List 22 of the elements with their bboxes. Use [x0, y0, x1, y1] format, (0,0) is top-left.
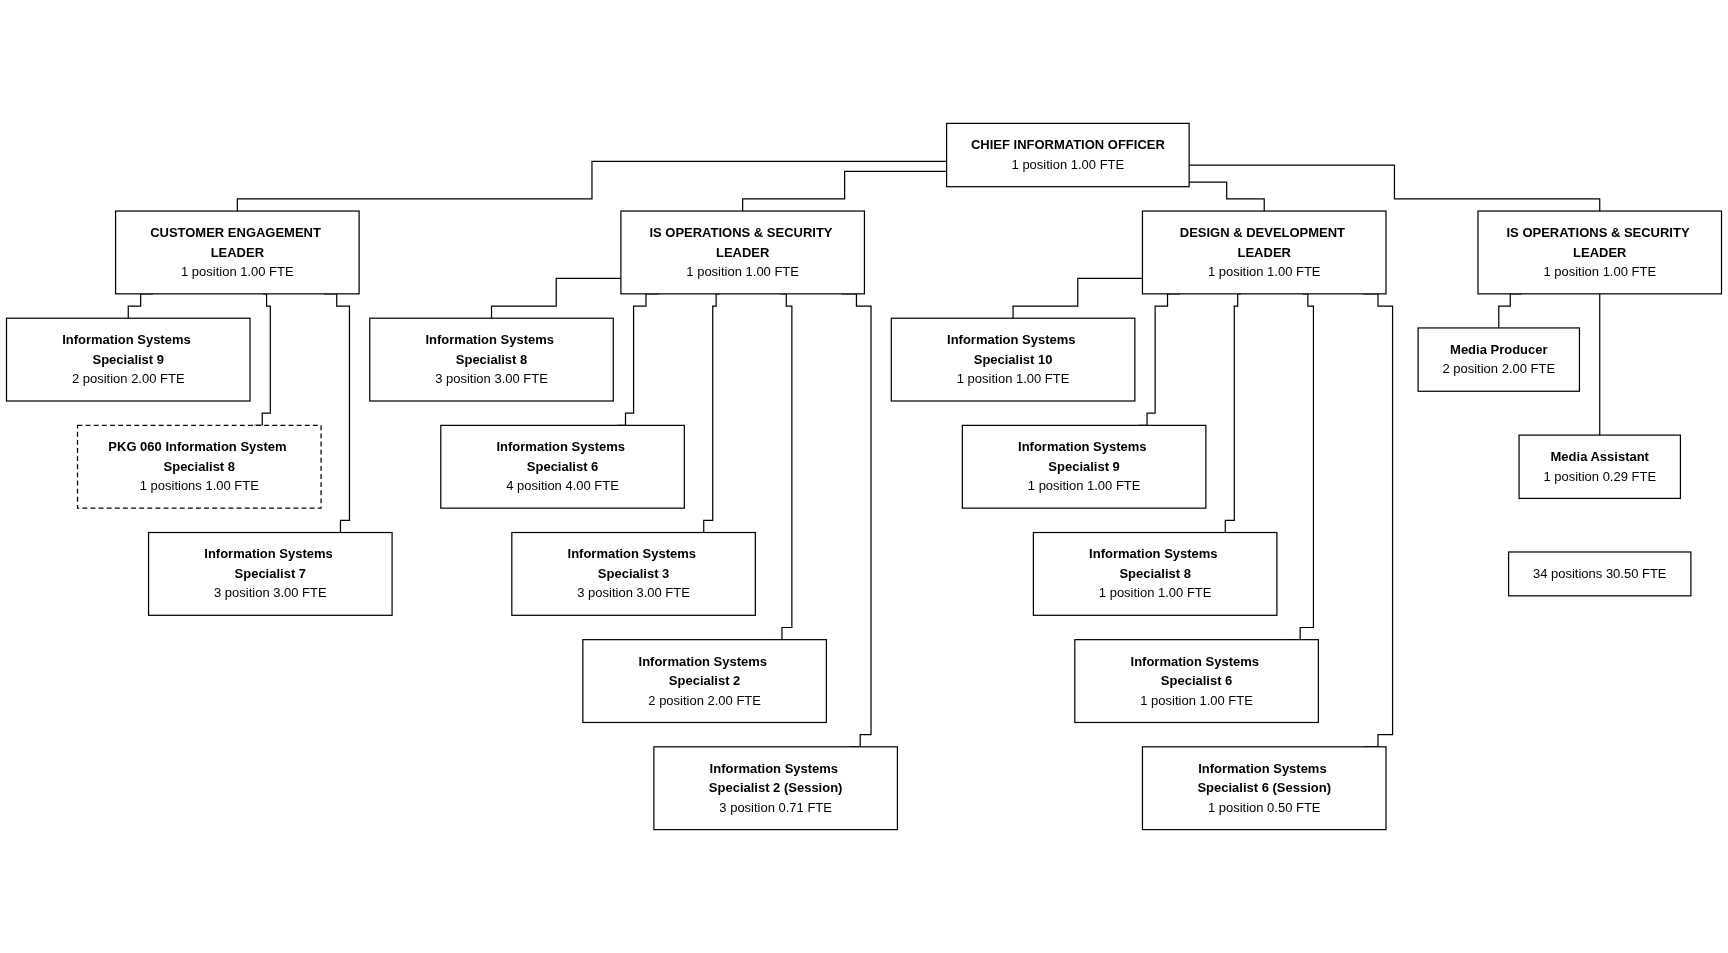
- node-box: Information Systems Specialist 3 3 position 3.00 FTE: [511, 531, 756, 616]
- node-box: Information Systems Specialist 2 (Session) 3 position 0.71 FTE: [653, 746, 898, 831]
- node-box: IS OPERATIONS & SECURITY LEADER 1 position 1.00 FTE: [620, 210, 866, 295]
- node-box: Media Assistant 1 position 0.29 FTE: [1518, 434, 1681, 500]
- node-box: Information Systems Specialist 6 (Session) 1 position 0.50 FTE: [1141, 746, 1387, 831]
- node-box: PKG 060 Information System Specialist 8 1 positions 1.00 FTE: [76, 424, 322, 509]
- node-box: Information Systems Specialist 2 2 position 2.00 FTE: [582, 639, 827, 724]
- node-box: Information Systems Specialist 9 2 position 2.00 FTE: [5, 317, 251, 402]
- connector: [1599, 293, 1601, 436]
- node-box: Information Systems Specialist 8 3 position 3.00 FTE: [369, 317, 614, 402]
- node-box: Information Systems Specialist 7 3 position 3.00 FTE: [147, 531, 393, 616]
- node-box: Media Producer 2 position 2.00 FTE: [1417, 327, 1581, 392]
- node-box: Information Systems Specialist 8 1 position 1.00 FTE: [1032, 531, 1278, 616]
- node-box: DESIGN & DEVELOPMENT LEADER 1 position 1.00 FTE: [1141, 210, 1387, 295]
- node-box: IS OPERATIONS & SECURITY LEADER 1 position 1.00 FTE: [1477, 210, 1723, 295]
- node-box: Information Systems Specialist 6 4 position 4.00 FTE: [440, 424, 685, 509]
- node-box: CUSTOMER ENGAGEMENT LEADER 1 position 1.00 FTE: [114, 210, 360, 295]
- node-box: CHIEF INFORMATION OFFICER 1 position 1.00 FTE: [946, 122, 1190, 188]
- node-box: 34 positions 30.50 FTE: [1508, 551, 1692, 597]
- node-box: Information Systems Specialist 6 1 position 1.00 FTE: [1074, 639, 1319, 724]
- node-box: Information Systems Specialist 10 1 position 1.00 FTE: [890, 317, 1136, 402]
- node-box: Information Systems Specialist 9 1 position 1.00 FTE: [961, 424, 1207, 509]
